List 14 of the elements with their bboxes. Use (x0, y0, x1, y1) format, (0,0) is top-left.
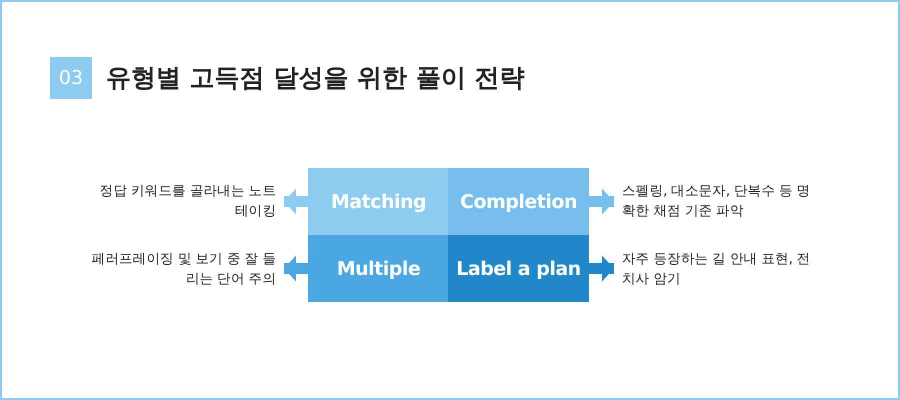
category-box: Completion (448, 168, 589, 235)
number-badge: 03 (50, 57, 92, 99)
arrow (284, 256, 308, 282)
category-box: Label a plan (448, 235, 589, 302)
category-box: Matching (308, 168, 449, 235)
arrow (589, 188, 614, 214)
tip-text: 자주 등장하는 길 안내 표현, 전치사 암기 (622, 249, 812, 289)
title: 유형별 고득점 달성을 위한 풀이 전략 (106, 62, 525, 94)
arrow (589, 256, 614, 282)
tip-text: 정답 키워드를 골라내는 노트테이킹 (86, 181, 276, 221)
arrow (284, 188, 308, 214)
category-box: Multiple (308, 235, 449, 302)
tip-text: 스펠링, 대소문자, 단복수 등 명확한 채점 기준 파악 (622, 181, 812, 221)
tip-text: 페러프레이징 및 보기 중 잘 들리는 단어 주의 (86, 249, 276, 289)
